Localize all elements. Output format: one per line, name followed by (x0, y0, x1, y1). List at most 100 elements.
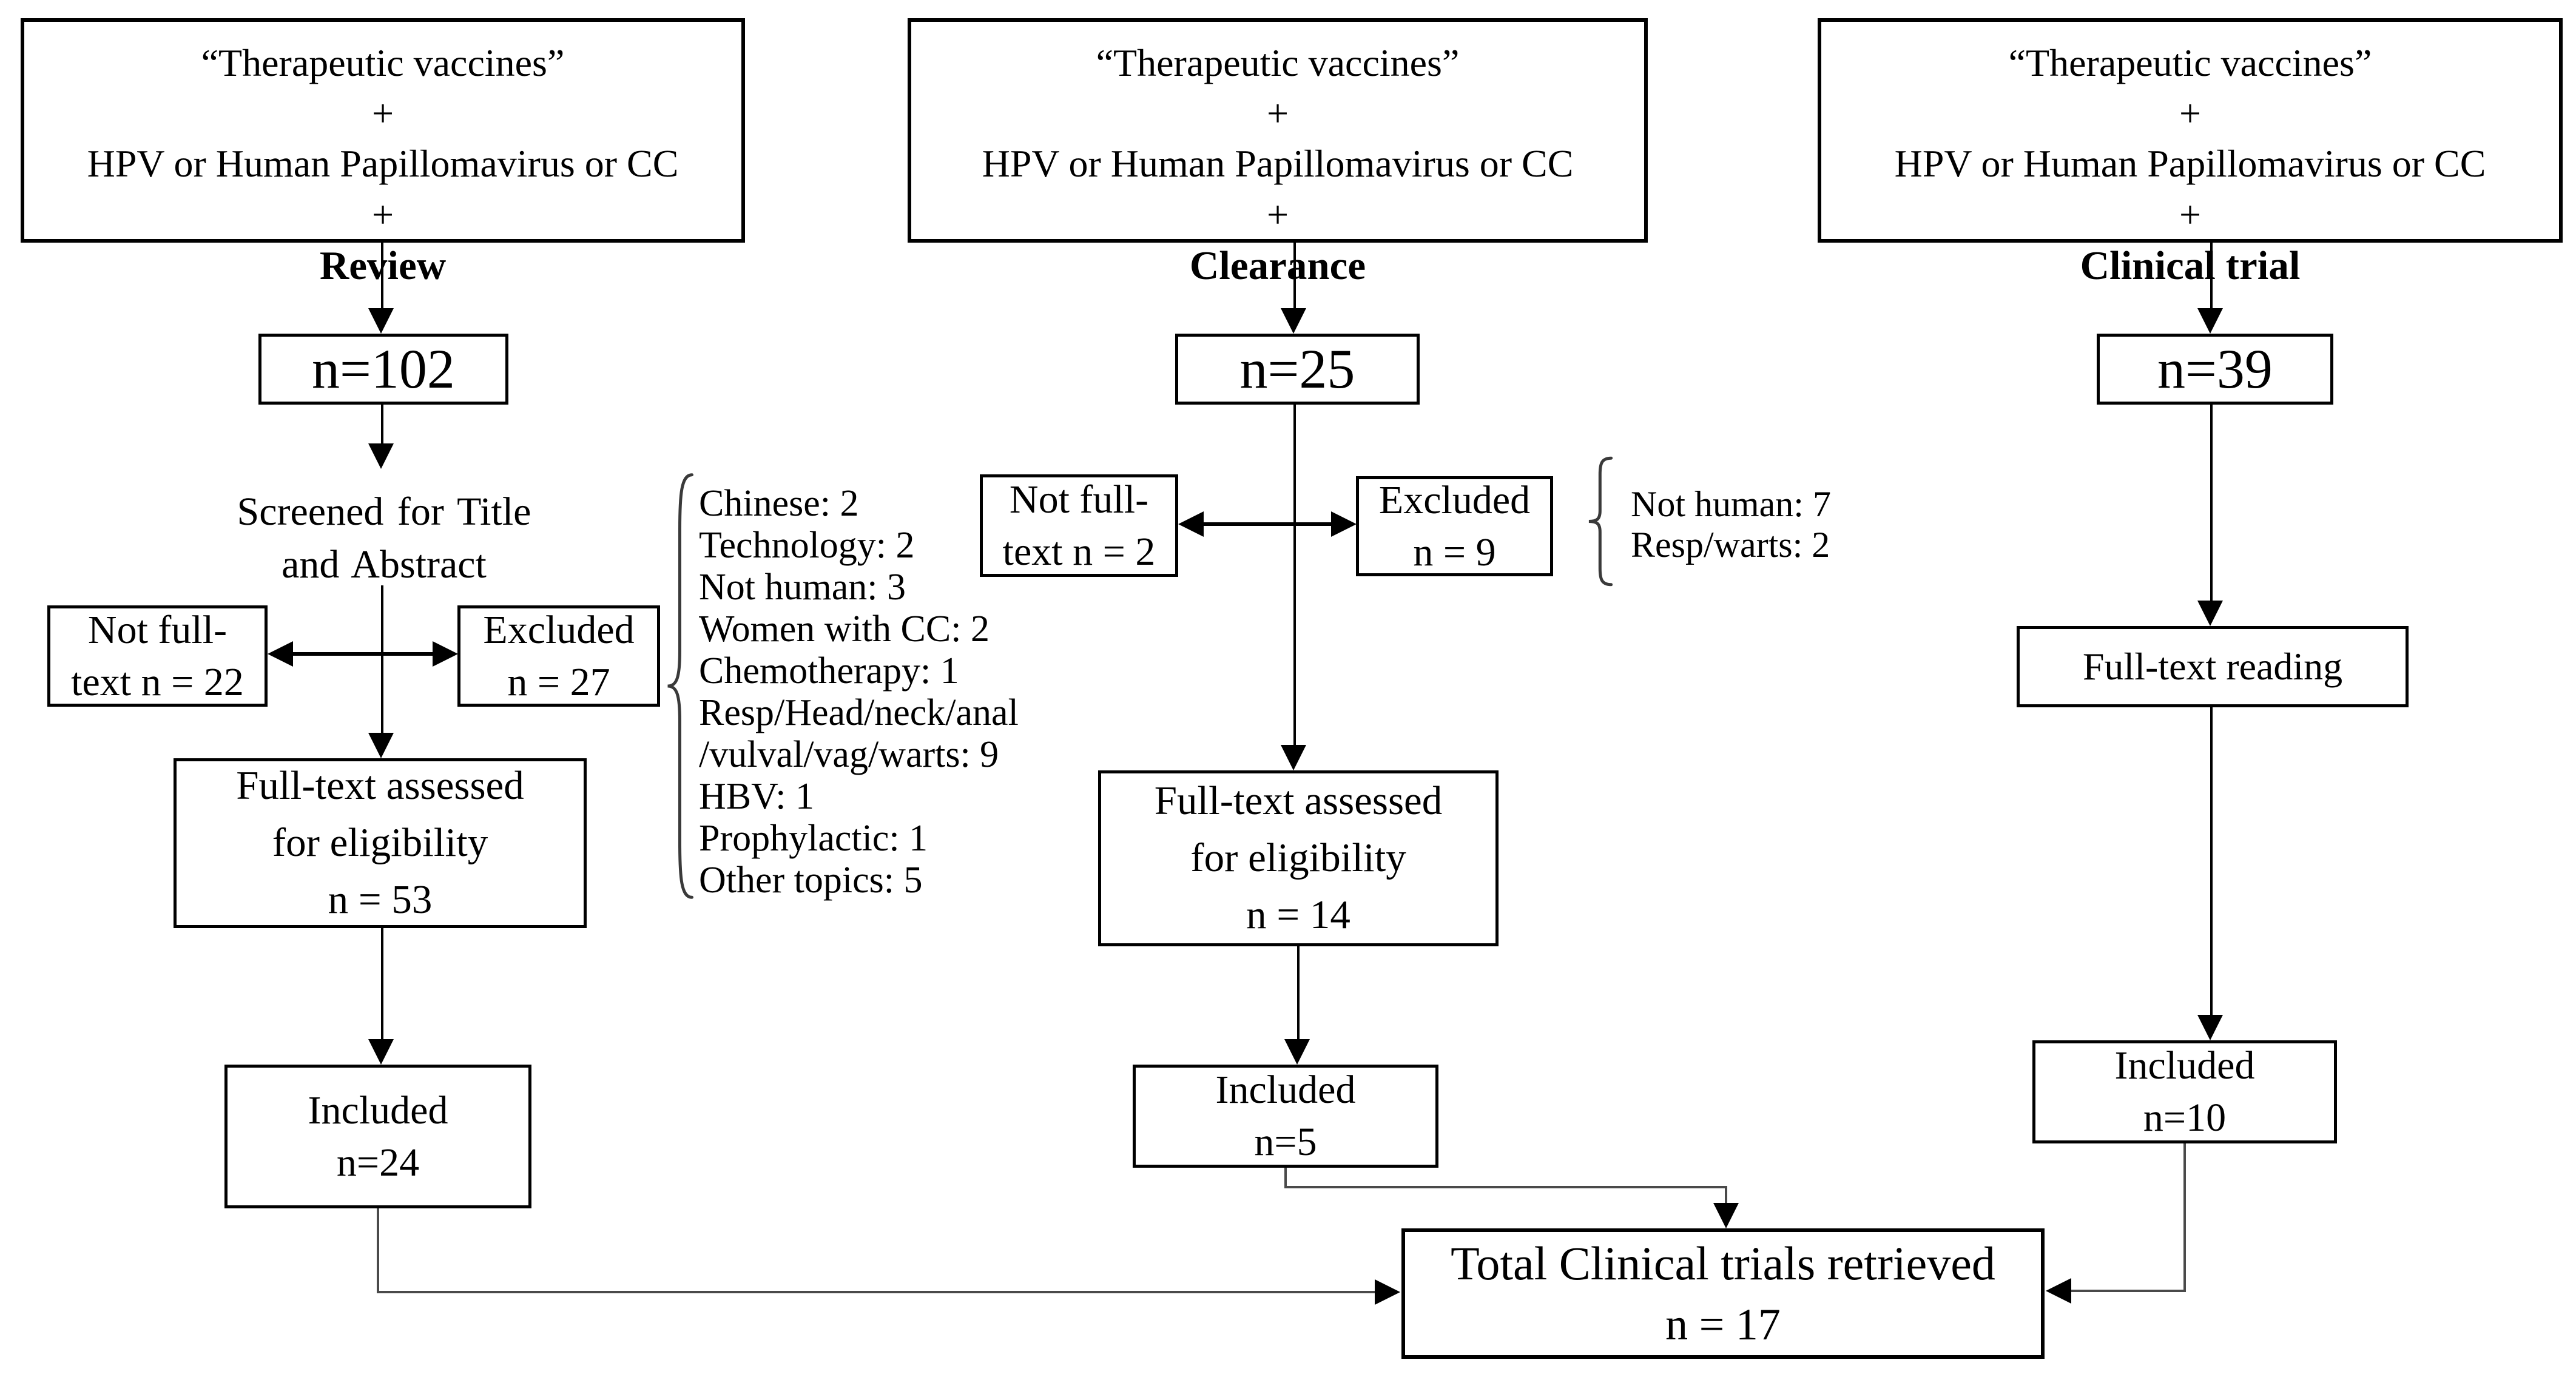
review-exclusion-list: Chinese: 2 Technology: 2 Not human: 3 Wo… (699, 483, 1019, 901)
plus-sign: + (2179, 92, 2202, 135)
full-text-line1: Full-text assessed (236, 763, 524, 809)
query-keyword: Clinical trial (2080, 243, 2301, 288)
query-box-clearance: “Therapeutic vaccines” + HPV or Human Pa… (908, 18, 1648, 288)
connector-line (377, 1208, 379, 1293)
arrowhead-down (2197, 308, 2223, 334)
exclusion-item: Prophylactic: 1 (699, 818, 928, 859)
query-box-clinical-trial: “Therapeutic vaccines” + HPV or Human Pa… (1818, 18, 2563, 288)
connector-line (1284, 1168, 1287, 1188)
double-arrow-shaft (1201, 522, 1334, 526)
excluded-line2: n = 27 (507, 659, 610, 704)
arrowhead-right (1375, 1279, 1400, 1305)
arrowhead-down (2197, 601, 2223, 626)
full-text-line2: for eligibility (1190, 835, 1406, 881)
arrowhead-down (1284, 1039, 1310, 1065)
not-full-text-box-review: Not full- text n = 22 (47, 605, 268, 707)
excluded-line2: n = 9 (1413, 530, 1496, 574)
screened-line1: Screened for Title (237, 490, 531, 534)
exclusion-item: Resp/warts: 2 (1631, 525, 1830, 565)
plus-sign: + (371, 192, 394, 236)
total-line1: Total Clinical trials retrieved (1451, 1236, 1995, 1290)
query-terms: “Therapeutic vaccines” (1096, 41, 1460, 84)
arrowhead-right (1331, 511, 1357, 537)
excluded-box-clearance: Excluded n = 9 (1356, 476, 1553, 576)
exclusion-item: HBV: 1 (699, 776, 815, 817)
connector-line (1297, 946, 1300, 1040)
arrowhead-left (1178, 511, 1204, 537)
total-box: Total Clinical trials retrieved n = 17 (1401, 1228, 2045, 1359)
exclusion-item: Other topics: 5 (699, 860, 923, 901)
full-text-line3: n = 14 (1246, 892, 1350, 937)
connector-line (1293, 243, 1296, 309)
full-text-reading-box: Full-text reading (2017, 626, 2409, 707)
not-full-text-box-clearance: Not full- text n = 2 (980, 474, 1178, 577)
plus-sign: + (2179, 192, 2202, 236)
arrowhead-right (433, 641, 458, 667)
screened-label: Screened for Title and Abstract (141, 485, 627, 591)
query-terms: “Therapeutic vaccines” (2008, 41, 2372, 84)
connector-line (2210, 243, 2213, 309)
included-line2: n=10 (2143, 1096, 2227, 1140)
exclusion-item: /vulval/vag/warts: 9 (699, 734, 999, 775)
double-arrow-shaft (291, 652, 435, 656)
query-box-review: “Therapeutic vaccines” + HPV or Human Pa… (21, 18, 745, 288)
excluded-line1: Excluded (483, 607, 635, 652)
not-full-text-line2: text n = 2 (1002, 529, 1156, 574)
arrowhead-left (2046, 1278, 2071, 1304)
total-line2: n = 17 (1665, 1300, 1781, 1350)
arrowhead-left (268, 641, 293, 667)
arrowhead-down (1281, 745, 1306, 770)
full-text-line1: Full-text assessed (1154, 778, 1443, 824)
connector-line (381, 243, 383, 309)
included-box-clearance: Included n=5 (1133, 1065, 1438, 1168)
full-text-box-clearance: Full-text assessed for eligibility n = 1… (1098, 770, 1499, 946)
arrowhead-down (368, 308, 394, 334)
count-box-clinical-trial: n=39 (2097, 334, 2333, 405)
included-line1: Included (308, 1088, 448, 1133)
clearance-exclusion-list: Not human: 7 Resp/warts: 2 (1631, 484, 1831, 565)
not-full-text-line1: Not full- (1009, 477, 1149, 522)
connector-line (377, 1291, 1376, 1293)
exclusion-item: Resp/Head/neck/anal (699, 692, 1019, 733)
arrowhead-down (1281, 308, 1306, 334)
query-terms: “Therapeutic vaccines” (201, 41, 565, 84)
arrowhead-down (368, 733, 394, 758)
connector-line (2070, 1290, 2186, 1292)
connector-line (2183, 1143, 2186, 1292)
screened-line2: and Abstract (282, 542, 487, 587)
plus-sign: + (1266, 192, 1289, 236)
included-line1: Included (1215, 1068, 1356, 1113)
connector-line (381, 405, 383, 445)
included-box-review: Included n=24 (224, 1065, 531, 1208)
curly-brace-icon (1585, 456, 1613, 587)
included-box-clinical-trial: Included n=10 (2032, 1040, 2337, 1143)
count-value: n=39 (2157, 337, 2273, 400)
excluded-box-review: Excluded n = 27 (457, 605, 660, 707)
count-value: n=102 (312, 337, 455, 400)
connector-line (381, 928, 383, 1040)
arrowhead-down (368, 443, 394, 469)
exclusion-item: Not human: 7 (1631, 484, 1831, 524)
included-line1: Included (2114, 1043, 2255, 1088)
plus-sign: + (371, 92, 394, 135)
connector-line (1293, 405, 1296, 746)
exclusion-item: Chinese: 2 (699, 483, 859, 524)
not-full-text-line1: Not full- (87, 607, 228, 652)
arrowhead-down (1713, 1203, 1739, 1228)
query-terms: HPV or Human Papillomavirus or CC (1894, 142, 2486, 186)
exclusion-item: Not human: 3 (699, 567, 906, 608)
connector-line (381, 585, 383, 734)
count-box-review: n=102 (258, 334, 508, 405)
included-line2: n=5 (1254, 1120, 1317, 1164)
query-terms: HPV or Human Papillomavirus or CC (982, 142, 1574, 186)
full-text-line3: n = 53 (328, 877, 433, 922)
full-text-line2: for eligibility (272, 820, 488, 866)
connector-line (2210, 707, 2213, 1016)
connector-line (1725, 1186, 1727, 1204)
query-terms: HPV or Human Papillomavirus or CC (87, 142, 679, 186)
connector-line (2210, 405, 2213, 602)
count-box-clearance: n=25 (1175, 334, 1420, 405)
connector-line (1284, 1186, 1727, 1188)
exclusion-item: Technology: 2 (699, 525, 915, 566)
